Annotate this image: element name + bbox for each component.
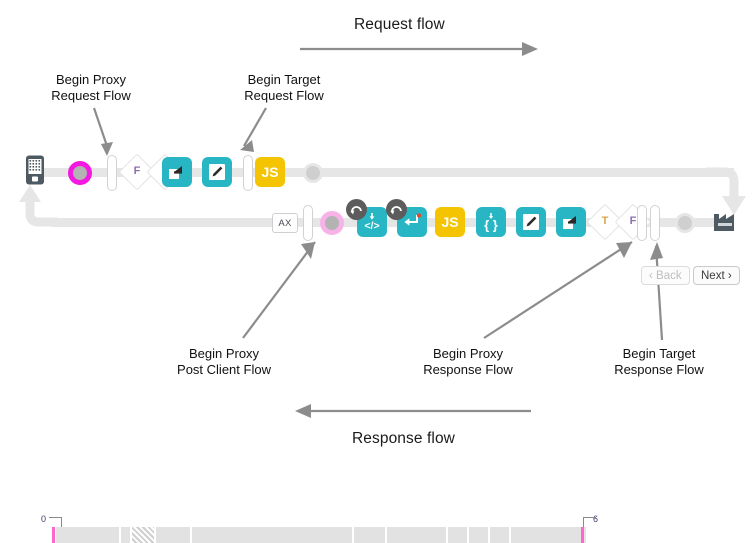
factory-icon — [712, 208, 740, 237]
diagram-canvas: Request flow Begin Proxy Request Flow Be… — [19, 16, 746, 543]
proxy-response-pause-capsule[interactable] — [637, 205, 647, 241]
callout-arrow-begin-target-response-flow — [650, 242, 664, 341]
callout-begin-proxy-request-flow: Begin Proxy Request Flow — [36, 72, 146, 104]
arrow-out-of-box-icon — [169, 166, 182, 179]
timeline-segment-hatched[interactable] — [132, 527, 154, 543]
arrow-out-of-box-icon — [563, 216, 576, 229]
timeline-segment[interactable] — [469, 527, 488, 543]
callout-line-1: Begin Proxy — [55, 72, 127, 87]
code-tags-icon: </> — [364, 213, 380, 232]
next-button[interactable]: Next › — [693, 266, 740, 285]
timeline-segment[interactable] — [387, 527, 446, 543]
response-flow-label: Response flow — [352, 430, 455, 447]
target-response-pause-capsule[interactable] — [650, 205, 660, 241]
callout-line-1: Begin Proxy — [432, 346, 504, 361]
timeline-segment[interactable] — [121, 527, 130, 543]
mobile-phone-icon — [24, 155, 46, 190]
flow-pause-capsule[interactable] — [107, 155, 117, 191]
timeline-segment[interactable] — [448, 527, 467, 543]
callout-arrow-begin-proxy-response-flow — [483, 241, 633, 339]
target-endpoint-node[interactable] — [303, 163, 323, 183]
assign-message-policy[interactable] — [556, 207, 586, 237]
json-policy[interactable]: { } — [476, 207, 506, 237]
callout-arrow-begin-proxy-post-client-flow — [242, 241, 316, 339]
ax-badge-label: AX — [278, 217, 292, 229]
request-to-response-elbow — [706, 167, 746, 215]
pencil-icon — [209, 164, 225, 180]
retry-icon[interactable] — [346, 199, 367, 220]
edit-policy[interactable] — [516, 207, 546, 237]
javascript-policy[interactable]: JS — [435, 207, 465, 237]
response-flow-arrow — [295, 404, 531, 418]
response-to-client-elbow — [19, 185, 58, 227]
back-button[interactable]: ‹ Back — [641, 266, 690, 285]
request-flow-label: Request flow — [354, 16, 445, 33]
ax-badge[interactable]: AX — [272, 213, 298, 233]
callout-line-2: Response Flow — [614, 362, 704, 377]
begin-proxy-post-client-flow-node[interactable] — [320, 211, 344, 235]
callout-arrow-begin-target-request-flow — [240, 107, 267, 152]
post-client-pause-capsule[interactable] — [303, 205, 313, 241]
svg-text:</>: </> — [364, 220, 379, 232]
edit-policy[interactable] — [202, 157, 232, 187]
timeline-start-label: 0 — [41, 514, 47, 524]
svg-text:{ }: { } — [484, 218, 498, 233]
gate-label: F — [133, 165, 141, 177]
callout-line-1: Begin Target — [622, 346, 696, 361]
target-pause-capsule[interactable] — [243, 155, 253, 191]
policy-label: JS — [441, 214, 459, 230]
callout-begin-proxy-response-flow: Begin Proxy Response Flow — [405, 346, 531, 378]
policy-label: JS — [261, 164, 279, 180]
retry-icon[interactable] — [386, 199, 407, 220]
timeline-end-marker — [581, 527, 584, 543]
gate-label: T — [601, 215, 609, 227]
timeline-segment[interactable] — [156, 527, 190, 543]
callout-begin-target-response-flow: Begin Target Response Flow — [595, 346, 723, 378]
request-flow-arrow — [300, 42, 538, 56]
assign-message-policy[interactable] — [162, 157, 192, 187]
callout-line-2: Request Flow — [51, 88, 131, 103]
callout-line-2: Request Flow — [244, 88, 324, 103]
callout-line-1: Begin Target — [247, 72, 321, 87]
timeline-segment[interactable] — [56, 527, 119, 543]
timeline-segment[interactable] — [490, 527, 509, 543]
timeline-segment[interactable] — [511, 527, 586, 543]
pencil-icon — [523, 214, 539, 230]
timeline-segment[interactable] — [192, 527, 352, 543]
timeline-start-marker — [52, 527, 55, 543]
target-response-node[interactable] — [675, 213, 695, 233]
callout-line-1: Begin Proxy — [188, 346, 260, 361]
timeline-segment[interactable] — [354, 527, 385, 543]
return-arrow-icon — [404, 213, 422, 226]
request-rail — [44, 168, 734, 177]
javascript-policy[interactable]: JS — [255, 157, 285, 187]
callout-begin-target-request-flow: Begin Target Request Flow — [228, 72, 340, 104]
callout-line-2: Post Client Flow — [177, 362, 271, 377]
callout-begin-proxy-post-client-flow: Begin Proxy Post Client Flow — [160, 346, 288, 378]
callout-arrow-begin-proxy-request-flow — [92, 107, 113, 156]
callout-line-2: Response Flow — [423, 362, 513, 377]
xml-policy[interactable]: </> — [357, 207, 387, 237]
begin-proxy-request-flow-node[interactable] — [68, 161, 92, 185]
curly-braces-icon: { } — [484, 213, 498, 233]
